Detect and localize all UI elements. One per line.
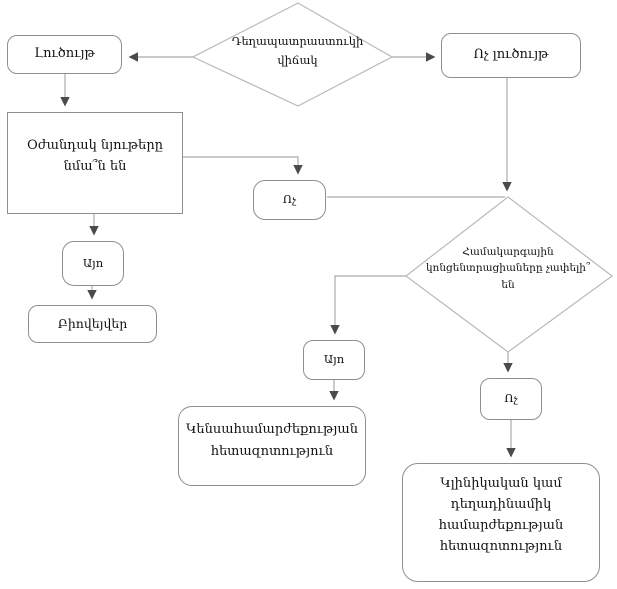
- node-bioequivalence-study: Կենսահամարժեքության հետազոտություն: [178, 406, 366, 486]
- decision1-diamond: [191, 2, 394, 107]
- node-solution: Լուծույթ: [7, 35, 122, 74]
- decision2-label: Համակարգային կոնցենտրացիաները չափելի՞ են: [425, 246, 591, 291]
- node-biowaiver: Բիովեյվեր: [28, 305, 157, 343]
- node-not-solution: Ոչ լուծույթ: [441, 33, 581, 78]
- node-no-right: Ոչ: [480, 378, 542, 420]
- node-clinical-study: Կլինիկական կամ դեղադինամիկ համարժեքությա…: [402, 463, 600, 582]
- decision1-label: Դեղապատրաստուկի վիճակ: [231, 34, 364, 67]
- flow-arrows: [60, 52, 516, 458]
- node-excipients-question: Օժանդակ նյութերը նմա՞ն են: [7, 112, 183, 214]
- node-yes-center: Այո: [303, 340, 365, 380]
- node-no-mid: Ոչ: [253, 180, 326, 220]
- node-yes-left: Այո: [62, 241, 124, 286]
